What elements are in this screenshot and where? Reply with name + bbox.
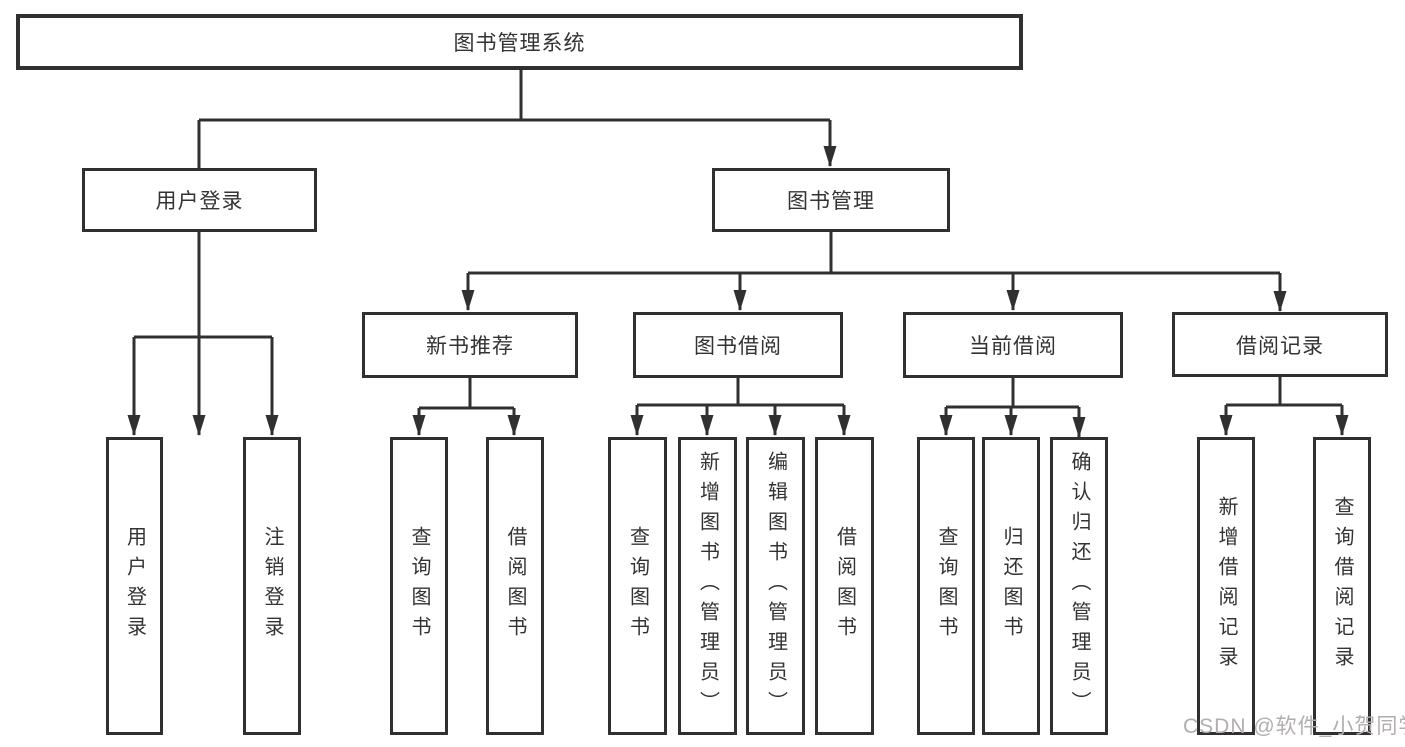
leaf-bb-query-books: 查询图书 xyxy=(608,437,667,735)
connector-user-login-stem xyxy=(134,232,272,339)
leaf-cb-query-books-label: 查询图书 xyxy=(935,526,957,646)
leaf-bb-query-books-label: 查询图书 xyxy=(626,526,649,646)
node-new-book-recommend-label: 新书推荐 xyxy=(426,335,514,358)
node-book-borrowing: 图书借阅 xyxy=(633,312,843,378)
leaf-logout-label: 注销登录 xyxy=(261,526,283,646)
node-user-login-label: 用户登录 xyxy=(155,190,244,213)
node-current-borrowing-label: 当前借阅 xyxy=(969,335,1057,358)
leaf-bb-edit-books-admin-label: 编辑图书（管理员） xyxy=(764,451,787,721)
leaf-nb-borrow-books-label: 借阅图书 xyxy=(504,526,526,646)
connector-root-stem xyxy=(199,70,830,122)
leaf-br-add-record-label: 新增借阅记录 xyxy=(1215,496,1237,676)
leaf-bb-add-books-admin-label: 新增图书（管理员） xyxy=(696,451,719,721)
connector-book-mgmt-stem xyxy=(468,232,1280,275)
leaf-cb-return-books-label: 归还图书 xyxy=(1000,526,1022,646)
leaf-br-add-record: 新增借阅记录 xyxy=(1197,437,1255,735)
leaf-user-login: 用户登录 xyxy=(106,437,163,735)
node-borrow-records: 借阅记录 xyxy=(1172,312,1388,377)
connector-borrow-records-stem xyxy=(1226,376,1342,407)
leaf-cb-confirm-return-admin: 确认归还（管理员） xyxy=(1050,437,1108,735)
node-book-management: 图书管理 xyxy=(712,168,950,232)
node-current-borrowing: 当前借阅 xyxy=(903,312,1123,378)
node-root-system: 图书管理系统 xyxy=(16,14,1023,70)
node-new-book-recommend: 新书推荐 xyxy=(362,312,578,378)
leaf-bb-add-books-admin: 新增图书（管理员） xyxy=(678,437,737,735)
leaf-bb-edit-books-admin: 编辑图书（管理员） xyxy=(746,437,805,735)
leaf-bb-borrow-books: 借阅图书 xyxy=(815,437,874,735)
leaf-br-query-record: 查询借阅记录 xyxy=(1313,437,1371,735)
leaf-logout: 注销登录 xyxy=(243,437,301,735)
csdn-watermark: CSDN @软件_小贺同学 xyxy=(1183,715,1405,738)
node-book-borrowing-label: 图书借阅 xyxy=(694,335,782,358)
leaf-user-login-label: 用户登录 xyxy=(123,526,146,646)
node-book-management-label: 图书管理 xyxy=(787,190,875,213)
connector-new-book-rec-stem xyxy=(419,378,514,410)
node-root-system-label: 图书管理系统 xyxy=(453,32,586,55)
leaf-bb-borrow-books-label: 借阅图书 xyxy=(833,526,856,646)
node-user-login: 用户登录 xyxy=(82,168,317,232)
connector-book-borrow-stem xyxy=(637,378,844,407)
leaf-cb-return-books: 归还图书 xyxy=(982,437,1040,735)
leaf-cb-query-books: 查询图书 xyxy=(917,437,975,735)
leaf-nb-query-books: 查询图书 xyxy=(390,437,448,735)
connector-current-borrow-stem xyxy=(946,378,1079,409)
leaf-cb-confirm-return-admin-label: 确认归还（管理员） xyxy=(1068,451,1090,721)
node-borrow-records-label: 借阅记录 xyxy=(1236,334,1324,358)
leaf-br-query-record-label: 查询借阅记录 xyxy=(1331,496,1353,676)
leaf-nb-borrow-books: 借阅图书 xyxy=(486,437,544,735)
leaf-nb-query-books-label: 查询图书 xyxy=(408,526,430,646)
